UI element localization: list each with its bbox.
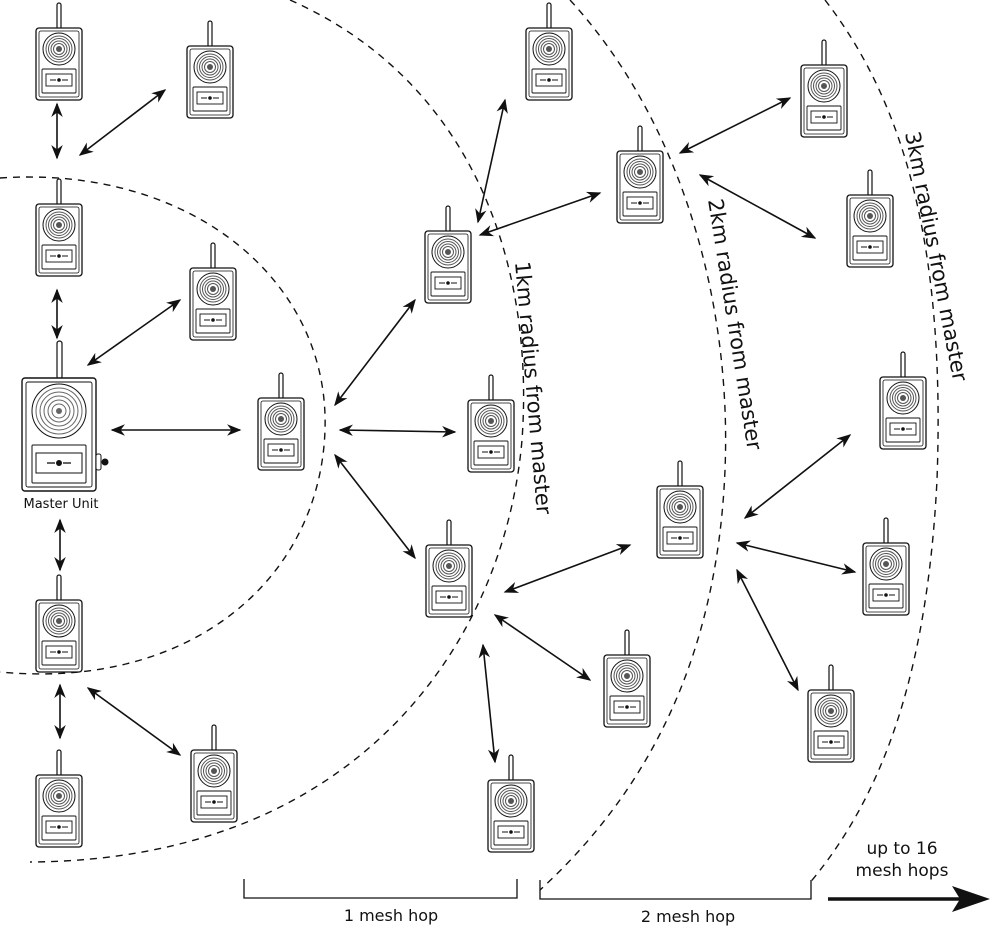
radius-2km-label: 2km radius from master xyxy=(703,197,766,452)
bidirectional-link-arrow xyxy=(338,424,457,438)
hop-1-label: 1 mesh hop xyxy=(344,906,438,925)
mesh-unit xyxy=(35,574,83,673)
hop-1-bracket xyxy=(243,879,518,899)
mesh-unit xyxy=(425,519,473,618)
hop-2-label: 2 mesh hop xyxy=(641,907,735,926)
master-unit xyxy=(21,340,110,492)
mesh-unit xyxy=(186,20,234,119)
bidirectional-link-arrow xyxy=(478,191,602,237)
up-to-16-label: up to 16 xyxy=(866,839,937,859)
mesh-unit xyxy=(35,2,83,101)
mesh-unit xyxy=(35,749,83,848)
mesh-unit xyxy=(807,664,855,763)
mesh-unit xyxy=(603,629,651,728)
mesh-unit xyxy=(487,754,535,853)
bidirectional-link-arrow xyxy=(736,568,799,692)
mesh-unit xyxy=(879,351,927,450)
master-unit-label: Master Unit xyxy=(24,497,99,512)
bidirectional-link-arrow xyxy=(475,98,508,224)
hop-2-bracket xyxy=(539,880,812,900)
bidirectional-link-arrow xyxy=(493,614,592,681)
inner-range-arc xyxy=(0,176,326,675)
radius-1km-arc xyxy=(29,0,525,863)
bidirectional-link-arrow xyxy=(735,540,857,575)
mesh-unit xyxy=(189,242,237,341)
radius-2km-arc xyxy=(539,0,727,891)
mesh-unit xyxy=(424,205,472,304)
bidirectional-link-arrow xyxy=(698,174,817,239)
mesh-unit xyxy=(467,374,515,473)
mesh-unit xyxy=(190,724,238,823)
mesh-links xyxy=(51,89,857,764)
bidirectional-link-arrow xyxy=(478,643,500,764)
bidirectional-link-arrow xyxy=(503,544,632,593)
units xyxy=(35,2,927,853)
mesh-hops-label: mesh hops xyxy=(856,861,949,881)
bidirectional-link-arrow xyxy=(86,687,182,756)
mesh-unit xyxy=(257,372,305,471)
bidirectional-link-arrow xyxy=(678,97,792,154)
mesh-unit xyxy=(862,517,910,616)
mesh-unit xyxy=(616,125,664,224)
mesh-unit xyxy=(525,2,573,101)
hops-direction-arrow xyxy=(828,886,990,912)
bidirectional-link-arrow xyxy=(743,434,852,519)
mesh-unit xyxy=(800,39,848,138)
bidirectional-link-arrow xyxy=(334,298,416,407)
bidirectional-link-arrow xyxy=(334,453,416,560)
radius-1km-label: 1km radius from master xyxy=(510,260,556,515)
mesh-unit xyxy=(846,169,894,268)
mesh-unit xyxy=(656,460,704,559)
bidirectional-link-arrow xyxy=(86,299,182,366)
bidirectional-link-arrow xyxy=(78,89,167,156)
mesh-unit xyxy=(35,178,83,277)
